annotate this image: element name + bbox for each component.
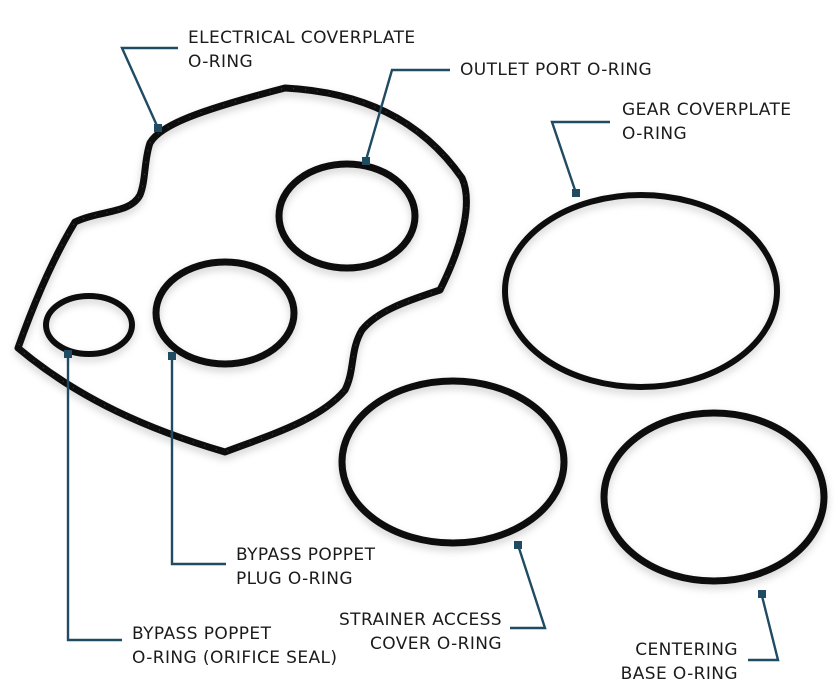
gear-coverplate-label-line2: O-RING bbox=[622, 124, 688, 144]
centering-base-marker bbox=[758, 590, 766, 598]
electrical-coverplate-leader bbox=[120, 46, 178, 129]
centering-base-label: CENTERING BASE O-RING bbox=[610, 638, 738, 686]
bypass-poppet-o-ring bbox=[43, 293, 135, 357]
centering-base-leader bbox=[748, 595, 780, 662]
outlet-port-label: OUTLET PORT O-RING bbox=[460, 58, 652, 82]
strainer-access-label-line2: COVER O-RING bbox=[369, 634, 502, 654]
gear-coverplate-marker bbox=[572, 189, 580, 197]
outlet-port-o-ring bbox=[275, 160, 419, 272]
strainer-access-leader bbox=[510, 544, 547, 630]
strainer-access-label: STRAINER ACCESS COVER O-RING bbox=[330, 608, 502, 656]
electrical-coverplate-label: ELECTRICAL COVERPLATE O-RING bbox=[188, 26, 416, 74]
gear-coverplate-label: GEAR COVERPLATE O-RING bbox=[622, 98, 791, 146]
bypass-poppet-label-line2: O-RING (ORIFICE SEAL) bbox=[132, 648, 338, 668]
strainer-access-label-line1: STRAINER ACCESS bbox=[338, 610, 502, 630]
electrical-coverplate-marker bbox=[154, 124, 162, 132]
bypass-poppet-plug-marker bbox=[168, 352, 176, 360]
bypass-poppet-plug-label-line2: PLUG O-RING bbox=[236, 569, 354, 589]
electrical-coverplate-label-line2: O-RING bbox=[188, 52, 254, 72]
electrical-coverplate-label-line1: ELECTRICAL COVERPLATE bbox=[188, 28, 416, 48]
electrical-coverplate-gasket bbox=[14, 84, 470, 456]
strainer-access-marker bbox=[514, 541, 522, 549]
bypass-poppet-plug-label: BYPASS POPPET PLUG O-RING bbox=[236, 543, 375, 591]
centering-base-o-ring bbox=[600, 409, 828, 585]
outlet-port-leader bbox=[364, 68, 450, 161]
centering-base-label-line1: CENTERING bbox=[635, 640, 738, 660]
bypass-poppet-plug-leader bbox=[170, 360, 226, 566]
gear-coverplate-leader bbox=[550, 120, 610, 194]
bypass-poppet-label: BYPASS POPPET O-RING (ORIFICE SEAL) bbox=[132, 622, 337, 670]
gear-coverplate-label-line1: GEAR COVERPLATE bbox=[622, 100, 792, 120]
strainer-access-cover-o-ring bbox=[338, 377, 568, 547]
outlet-port-marker bbox=[362, 157, 370, 165]
outlet-port-label-line1: OUTLET PORT O-RING bbox=[460, 60, 653, 80]
bypass-poppet-plug-label-line1: BYPASS POPPET bbox=[236, 545, 376, 565]
centering-base-label-line2: BASE O-RING bbox=[620, 664, 738, 684]
bypass-poppet-leader bbox=[66, 356, 122, 642]
bypass-poppet-plug-o-ring bbox=[152, 258, 298, 368]
bypass-poppet-label-line1: BYPASS POPPET bbox=[132, 624, 272, 644]
gear-coverplate-o-ring bbox=[502, 192, 780, 390]
bypass-poppet-marker bbox=[64, 350, 72, 358]
